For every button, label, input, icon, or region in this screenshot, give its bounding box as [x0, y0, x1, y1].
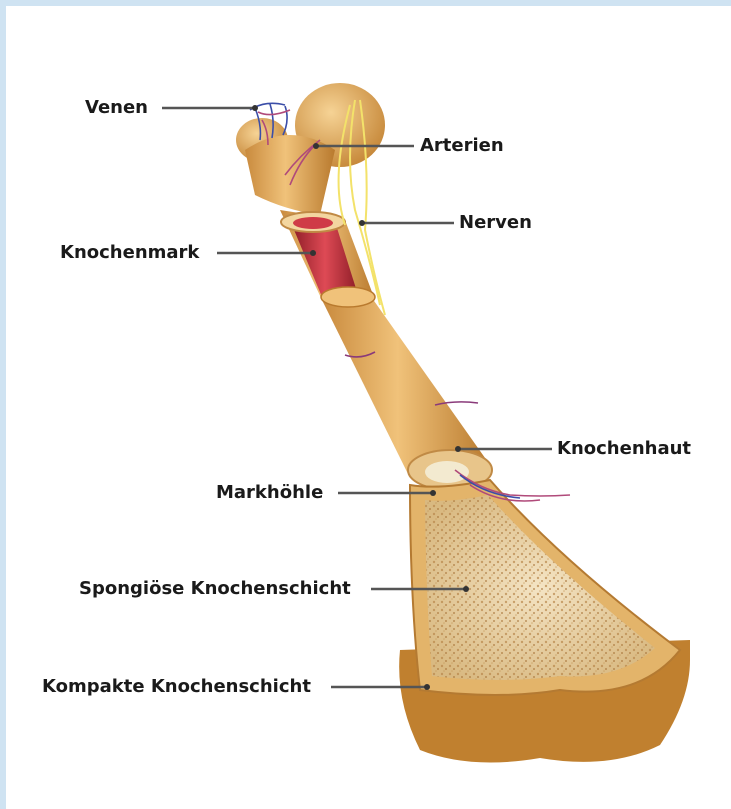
label-nerven: Nerven [459, 213, 532, 233]
bone-lower-end [399, 480, 690, 763]
label-spongioese: Spongiöse Knochenschicht [79, 579, 351, 599]
label-markhoehle: Markhöhle [216, 483, 323, 503]
label-kompakte: Kompakte Knochenschicht [42, 677, 311, 697]
label-knochenhaut: Knochenhaut [557, 439, 691, 459]
label-venen: Venen [85, 98, 148, 118]
label-arterien: Arterien [420, 136, 504, 156]
label-knochenmark: Knochenmark [60, 243, 199, 263]
